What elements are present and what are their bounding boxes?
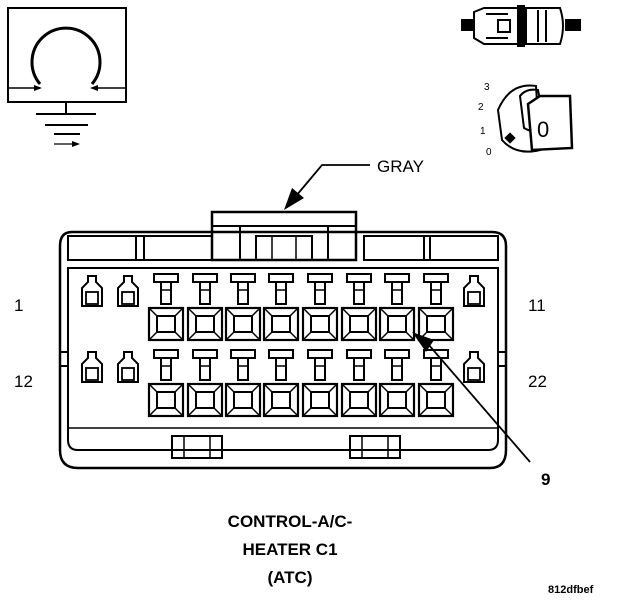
pin-callout	[412, 332, 531, 463]
terminal-cavity	[378, 273, 416, 342]
terminal-cavities	[81, 273, 485, 418]
pin-number-22: 22	[528, 372, 547, 391]
rotary-switch-icon: 3 2 1 0 0	[478, 82, 574, 158]
cap-terminal	[81, 275, 103, 307]
ground-view-icon	[7, 7, 127, 147]
connector-plug-icon	[461, 5, 581, 47]
switch-position-2: 2	[478, 102, 484, 113]
terminal-cavity	[417, 349, 455, 418]
cap-terminal	[463, 351, 485, 383]
cap-terminal	[117, 275, 139, 307]
caption-line-2: HEATER C1	[242, 540, 337, 559]
terminal-cavity	[224, 349, 262, 418]
color-leader	[284, 164, 370, 210]
connector-color-label: GRAY	[377, 157, 424, 176]
terminal-cavity	[340, 273, 378, 342]
terminal-cavity	[186, 273, 224, 342]
connector-body	[58, 210, 508, 470]
terminal-cavity	[262, 349, 300, 418]
terminal-cavity	[224, 273, 262, 342]
pin-number-11: 11	[528, 296, 546, 315]
switch-position-0: 0	[486, 147, 492, 158]
switch-position-3: 3	[484, 82, 490, 93]
figure-id: 812dfbef	[548, 584, 594, 596]
pin-number-12: 12	[14, 372, 33, 391]
terminal-cavity	[301, 273, 339, 342]
terminal-cavity	[147, 349, 185, 418]
switch-knob-label: 0	[537, 117, 549, 142]
terminal-cavity	[340, 349, 378, 418]
terminal-cavity	[301, 349, 339, 418]
terminal-cavity	[417, 273, 455, 342]
terminal-cavity	[378, 349, 416, 418]
pin-callout-label: 9	[541, 470, 550, 489]
terminal-cavity	[186, 349, 224, 418]
caption-line-3: (ATC)	[268, 568, 313, 587]
cap-terminal	[81, 351, 103, 383]
switch-position-1: 1	[480, 126, 486, 137]
terminal-cavity	[262, 273, 300, 342]
terminal-cavity	[147, 273, 185, 342]
caption-line-1: CONTROL-A/C-	[228, 512, 353, 531]
pin-number-1: 1	[14, 296, 23, 315]
cap-terminal	[463, 275, 485, 307]
cap-terminal	[117, 351, 139, 383]
